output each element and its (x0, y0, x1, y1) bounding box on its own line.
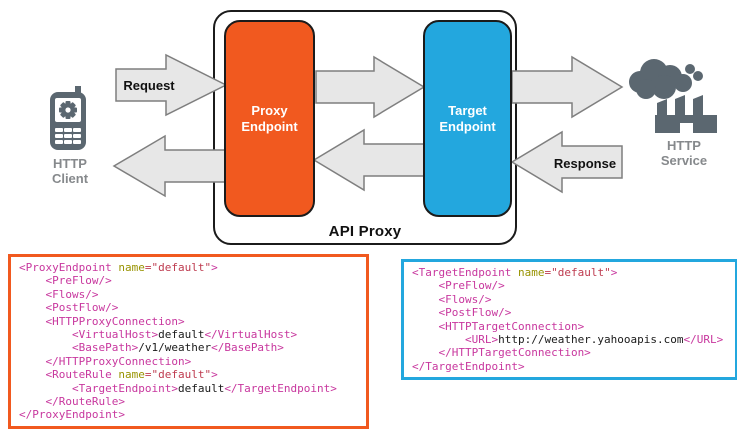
code-line: <Flows/> (19, 287, 99, 301)
code-line: </TargetEndpoint> (412, 359, 525, 373)
flow-arrows (112, 53, 624, 198)
mobile-phone-gear-icon (50, 86, 86, 150)
code-line: <TargetEndpoint>default</TargetEndpoint> (19, 381, 337, 395)
code-line: <PreFlow/> (412, 279, 505, 293)
code-line: <ProxyEndpoint name="default"> (19, 261, 218, 274)
proxy-endpoint-node: Proxy Endpoint (224, 20, 315, 217)
request-label: Request (123, 78, 175, 93)
proxy-to-client-arrow (112, 134, 227, 198)
code-line: <HTTPProxyConnection> (19, 314, 185, 328)
code-line: <PostFlow/> (19, 301, 119, 315)
http-client-icon (47, 86, 93, 157)
code-line: <TargetEndpoint name="default"> (412, 266, 618, 279)
proxy-endpoint-label: Proxy Endpoint (241, 102, 298, 134)
target-endpoint-label: Target Endpoint (439, 102, 496, 134)
target-to-service-arrow (511, 55, 624, 119)
proxy-endpoint-code-block: <ProxyEndpoint name="default"> <PreFlow/… (8, 254, 369, 429)
code-line: <HTTPTargetConnection> (412, 319, 585, 333)
proxy-to-target-arrow (315, 55, 426, 119)
code-line: <VirtualHost>default</VirtualHost> (19, 328, 298, 342)
code-line: <URL>http://weather.yahooapis.com</URL> (412, 333, 724, 347)
target-endpoint-node: Target Endpoint (423, 20, 512, 217)
request-arrow (115, 53, 228, 117)
http-service-caption: HTTP Service (660, 138, 708, 168)
code-line: </ProxyEndpoint> (19, 408, 125, 422)
code-line: </HTTPTargetConnection> (412, 346, 591, 360)
target-endpoint-code-block: <TargetEndpoint name="default"> <PreFlow… (401, 259, 737, 381)
code-line: <RouteRule name="default"> (19, 368, 218, 382)
code-line: <BasePath>/v1/weather</BasePath> (19, 341, 284, 355)
code-line: <Flows/> (412, 292, 492, 306)
response-arrow (510, 130, 623, 194)
api-proxy-label: API Proxy (328, 223, 402, 240)
http-client-caption: HTTP Client (51, 156, 89, 186)
response-label: Response (553, 156, 617, 171)
cloud-factory-icon (629, 59, 717, 133)
code-line: <PreFlow/> (19, 274, 112, 288)
code-line: </RouteRule> (19, 395, 125, 409)
code-line: <PostFlow/> (412, 306, 512, 320)
code-line: </HTTPProxyConnection> (19, 354, 192, 368)
target-to-proxy-arrow (312, 128, 425, 192)
http-service-icon (624, 57, 724, 142)
